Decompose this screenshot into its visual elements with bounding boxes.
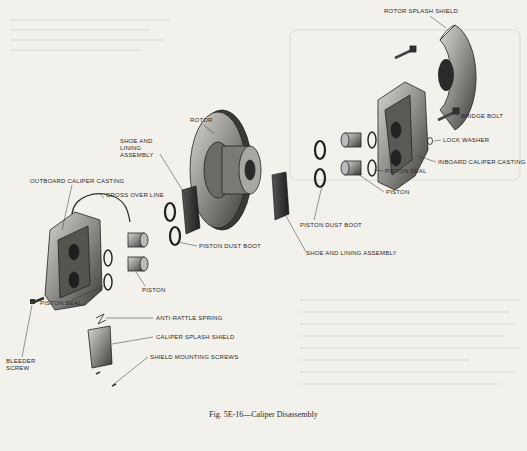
part-label: PISTON SEAL xyxy=(40,300,81,307)
part-label: PISTON SEAL xyxy=(385,168,426,175)
part-label: PISTON xyxy=(386,189,409,196)
part-label: SHIELD MOUNTING SCREWS xyxy=(150,354,238,361)
part-label: CROSS OVER LINE xyxy=(106,192,164,199)
leader-lines xyxy=(22,16,459,384)
part-label: SHOE AND LINING ASSEMBLY xyxy=(306,250,397,257)
part-label: ROTOR SPLASH SHIELD xyxy=(384,8,458,15)
shoe-inboard xyxy=(272,172,289,220)
part-label: PISTON DUST BOOT xyxy=(199,243,261,250)
anti-rattle-spring xyxy=(96,314,106,324)
outboard-caliper-casting xyxy=(45,212,102,310)
shoe-outboard xyxy=(182,186,200,234)
left-piston-group xyxy=(104,203,180,290)
part-label: LOCK WASHER xyxy=(443,137,489,144)
right-piston-group xyxy=(315,132,376,187)
part-label: INBOARD CALIPER CASTING xyxy=(438,159,526,166)
part-label: CALIPER SPLASH SHIELD xyxy=(156,334,235,341)
rotor xyxy=(190,110,261,230)
part-label: PISTON DUST BOOT xyxy=(300,222,362,229)
caliper-splash-shield xyxy=(88,326,112,368)
figure-caption: Fig. 5E-16—Caliper Disassembly xyxy=(209,410,318,419)
part-label: ROTOR xyxy=(190,117,213,124)
shield-mounting-screws xyxy=(96,372,116,386)
part-label: BLEEDER SCREW xyxy=(6,358,40,372)
part-label: ANTI-RATTLE SPRING xyxy=(156,315,223,322)
inboard-caliper-casting xyxy=(378,82,428,190)
background-ghost xyxy=(10,20,520,384)
part-label: BRIDGE BOLT xyxy=(461,113,503,120)
part-label: SHOE AND LINING ASSEMBLY xyxy=(120,138,172,159)
part-label: OUTBOARD CALIPER CASTING xyxy=(30,178,124,185)
part-label: PISTON xyxy=(142,287,165,294)
